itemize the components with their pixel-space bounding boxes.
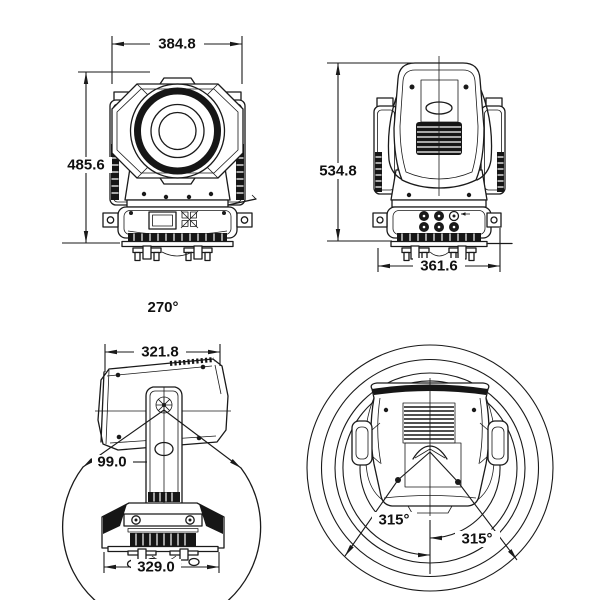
tilt-range-circle bbox=[61, 466, 262, 600]
side-handles bbox=[351, 420, 509, 466]
front-width-label: 384.8 bbox=[158, 36, 196, 53]
mounting-clamps bbox=[132, 245, 213, 262]
front-height-dimension: 485.6 bbox=[60, 71, 150, 244]
mounting-clamps bbox=[401, 245, 477, 262]
pan-angle-right-dimension: 315° bbox=[455, 531, 500, 548]
side-head-width-label: 321.8 bbox=[141, 344, 179, 361]
dim-arrow-right bbox=[488, 263, 500, 269]
pan-arrow-right bbox=[508, 549, 517, 560]
front-view: 384.8 485.6 bbox=[60, 36, 257, 262]
dim-arrow-right bbox=[230, 41, 242, 47]
axis-offset-dimension: 99.0 bbox=[92, 454, 147, 471]
rear-base-width-label: 361.6 bbox=[420, 258, 458, 275]
rear-view: 534.8 361.6 bbox=[312, 56, 513, 275]
pan-arc-arrow-lower bbox=[418, 552, 430, 558]
dim-arrow-left bbox=[112, 41, 124, 47]
menu-buttons bbox=[180, 210, 199, 229]
pan-angle-left-dimension: 315° bbox=[372, 512, 417, 529]
rear-view-head bbox=[387, 56, 493, 196]
tilt-angle-label: 270° bbox=[147, 299, 178, 316]
connector-panel bbox=[419, 210, 470, 232]
lens-icon bbox=[129, 83, 226, 179]
front-view-base bbox=[102, 194, 257, 262]
front-view-head bbox=[111, 77, 244, 185]
front-width-dimension: 384.8 bbox=[111, 36, 243, 84]
dim-arrow-up bbox=[335, 63, 341, 75]
top-view: 315° 315° bbox=[306, 344, 554, 592]
dim-arrow-down bbox=[83, 231, 89, 243]
tilt-arrow-left bbox=[83, 458, 94, 467]
side-view-base bbox=[101, 502, 225, 569]
side-base-width-dimension: 329.0 bbox=[103, 552, 220, 576]
front-height-label: 485.6 bbox=[67, 157, 105, 174]
side-head-width-dimension: 321.8 bbox=[104, 344, 221, 372]
side-base-width-label: 329.0 bbox=[137, 559, 175, 576]
side-view: 270° 321.8 99.0 329.0 bbox=[61, 299, 262, 600]
top-view-head bbox=[351, 378, 509, 516]
pan-arrow-left bbox=[345, 544, 354, 556]
dim-arrow-left bbox=[378, 263, 390, 269]
dim-arrow-up bbox=[83, 72, 89, 84]
side-view-yoke bbox=[145, 386, 183, 506]
rear-view-base bbox=[372, 199, 513, 262]
display-panel bbox=[148, 211, 177, 230]
pan-arc-arrow-upper bbox=[430, 535, 442, 541]
rear-height-dimension: 534.8 bbox=[312, 62, 456, 242]
pan-angle-left-label: 315° bbox=[378, 512, 409, 529]
tilt-angle-dimension: 270° bbox=[140, 299, 187, 316]
pan-angle-right-label: 315° bbox=[461, 531, 492, 548]
fan-icon bbox=[155, 396, 173, 414]
rear-height-label: 534.8 bbox=[319, 163, 357, 180]
vent-grille-icon bbox=[402, 402, 456, 444]
rear-base-width-dimension: 361.6 bbox=[377, 228, 501, 275]
axis-offset-label: 99.0 bbox=[97, 454, 126, 471]
dim-arrow-down bbox=[335, 229, 341, 241]
tilt-arrow-right bbox=[230, 459, 241, 468]
